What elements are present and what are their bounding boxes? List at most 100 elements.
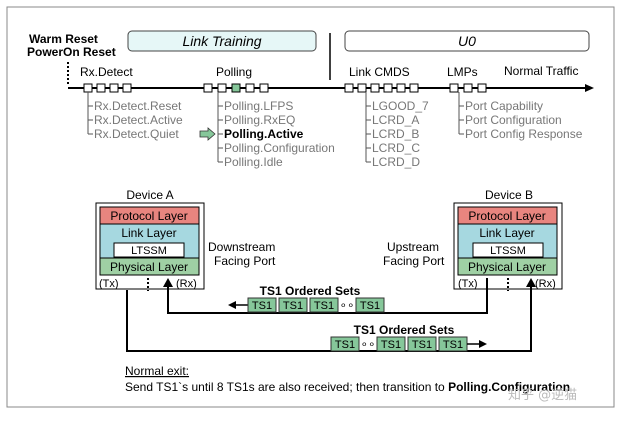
ts1-box-label: TS1 bbox=[335, 339, 355, 351]
ts1-upper-arrowhead bbox=[228, 301, 236, 309]
ts1-box-label: TS1 bbox=[443, 339, 463, 351]
ts1-lower-stream: TS1 ∘∘ TS1 TS1 TS1 bbox=[330, 336, 468, 352]
outer-frame bbox=[6, 6, 615, 408]
step-box bbox=[217, 83, 227, 93]
reset-label-line1: Warm Reset bbox=[29, 32, 98, 46]
rx-detect-sub-item: Rx.Detect.Active bbox=[94, 113, 183, 127]
step-box bbox=[463, 83, 473, 93]
device-b-physical-layer bbox=[457, 257, 558, 276]
device-b-physical-label: Physical Layer bbox=[468, 260, 546, 274]
ts1-box bbox=[309, 297, 339, 313]
device-a-physical-label: Physical Layer bbox=[110, 260, 188, 274]
device-b-port-line2: Facing Port bbox=[383, 254, 445, 268]
device-b-tx: (Tx) bbox=[458, 278, 478, 290]
step-box bbox=[259, 83, 269, 93]
link-training-box bbox=[127, 30, 317, 52]
device-a-rx: (Rx) bbox=[176, 278, 197, 290]
lmps-sub-item: Port Capability bbox=[465, 99, 543, 113]
step-box bbox=[83, 83, 93, 93]
device-b-ltssm-label: LTSSM bbox=[490, 245, 526, 257]
lmps-sub-item: Port Config Response bbox=[465, 127, 583, 141]
current-state-arrow-icon bbox=[199, 127, 216, 141]
state-polling: Polling bbox=[216, 65, 252, 79]
polling-sub-item: Polling.Configuration bbox=[224, 141, 335, 155]
step-box bbox=[344, 83, 354, 93]
normal-exit-target: Polling.Configuration bbox=[448, 380, 570, 394]
device-a-ltssm bbox=[113, 242, 185, 258]
step-box bbox=[409, 83, 419, 93]
lmps-sub-item: Port Configuration bbox=[465, 113, 562, 127]
device-a-port-line2: Facing Port bbox=[214, 254, 276, 268]
ts1-box-label: TS1 bbox=[381, 339, 401, 351]
device-b-rx: (Rx) bbox=[535, 278, 556, 290]
ts1-box bbox=[247, 297, 277, 313]
rx-detect-sub-item: Rx.Detect.Reset bbox=[94, 99, 182, 113]
link-cmds-sub-item: LCRD_A bbox=[372, 113, 419, 127]
step-box bbox=[109, 83, 119, 93]
path-b-to-a bbox=[167, 278, 488, 314]
path-a-to-b bbox=[126, 285, 532, 352]
ts1-box-label: TS1 bbox=[314, 300, 334, 312]
path-a-to-b-arrowhead bbox=[526, 278, 536, 287]
step-box bbox=[477, 83, 487, 93]
ts1-box-label: TS1 bbox=[412, 339, 432, 351]
state-normal-traffic: Normal Traffic bbox=[504, 64, 578, 78]
device-b-protocol-label: Protocol Layer bbox=[468, 209, 545, 223]
ts1-box-label: TS1 bbox=[360, 300, 380, 312]
ts1-ellipsis: ∘∘ bbox=[339, 298, 354, 312]
link-cmds-sub-item: LGOOD_7 bbox=[372, 99, 429, 113]
device-a-link-label: Link Layer bbox=[121, 226, 176, 240]
ts1-box-label: TS1 bbox=[252, 300, 272, 312]
device-b-ltssm bbox=[472, 242, 544, 258]
step-box bbox=[396, 83, 406, 93]
step-box bbox=[449, 83, 459, 93]
step-box bbox=[96, 83, 106, 93]
ts1-box bbox=[407, 336, 437, 352]
ts1-box bbox=[355, 297, 385, 313]
rx-detect-sub-item: Rx.Detect.Quiet bbox=[94, 127, 179, 141]
device-a-port-line1: Downstream bbox=[208, 240, 275, 254]
u0-box bbox=[344, 30, 590, 52]
device-a-tx: (Tx) bbox=[99, 278, 119, 290]
watermark: 知乎 @逆猫 bbox=[508, 387, 577, 403]
link-cmds-sub-item: LCRD_D bbox=[372, 155, 420, 169]
step-box bbox=[357, 83, 367, 93]
ts1-box bbox=[376, 336, 406, 352]
step-box bbox=[203, 83, 213, 93]
polling-sub-item: Polling.RxEQ bbox=[224, 113, 295, 127]
polling-sub-item: Polling.LFPS bbox=[224, 99, 293, 113]
ts1-upper-stream: TS1 TS1 TS1 ∘∘ TS1 bbox=[247, 297, 385, 313]
step-box bbox=[370, 83, 380, 93]
normal-exit-sentence: Send TS1`s until 8 TS1s are also receive… bbox=[125, 380, 448, 394]
device-a-protocol-label: Protocol Layer bbox=[110, 209, 187, 223]
normal-exit-text: Send TS1`s until 8 TS1s are also receive… bbox=[125, 380, 570, 394]
ts1-lower-arrowhead bbox=[479, 340, 487, 348]
reset-label-line2: PowerOn Reset bbox=[27, 45, 116, 59]
state-lmps: LMPs bbox=[447, 65, 478, 79]
ts1-box-label: TS1 bbox=[283, 300, 303, 312]
device-a-title: Device A bbox=[126, 188, 173, 202]
step-box bbox=[245, 83, 255, 93]
tree-lines bbox=[87, 92, 464, 163]
device-b-link-label: Link Layer bbox=[479, 226, 534, 240]
link-training-label: Link Training bbox=[182, 33, 261, 49]
ts1-label-upper: TS1 Ordered Sets bbox=[260, 284, 361, 298]
link-cmds-sub-item: LCRD_B bbox=[372, 127, 419, 141]
ts1-ellipsis: ∘∘ bbox=[360, 337, 375, 351]
step-box-active bbox=[231, 83, 241, 93]
normal-exit-title: Normal exit: bbox=[125, 364, 189, 378]
timeline-arrowhead bbox=[585, 84, 594, 92]
step-boxes bbox=[83, 83, 487, 93]
device-b-title: Device B bbox=[485, 188, 533, 202]
path-b-to-a-arrowhead bbox=[163, 278, 173, 287]
ts1-box bbox=[278, 297, 308, 313]
link-cmds-sub-item: LCRD_C bbox=[372, 141, 420, 155]
step-box bbox=[383, 83, 393, 93]
u0-label: U0 bbox=[458, 33, 476, 49]
device-b-port-line1: Upstream bbox=[387, 240, 439, 254]
polling-sub-item-current: Polling.Active bbox=[224, 127, 304, 141]
step-box bbox=[122, 83, 132, 93]
device-a-physical-layer bbox=[99, 257, 200, 276]
ts1-box bbox=[330, 336, 360, 352]
state-rx-detect: Rx.Detect bbox=[80, 65, 133, 79]
